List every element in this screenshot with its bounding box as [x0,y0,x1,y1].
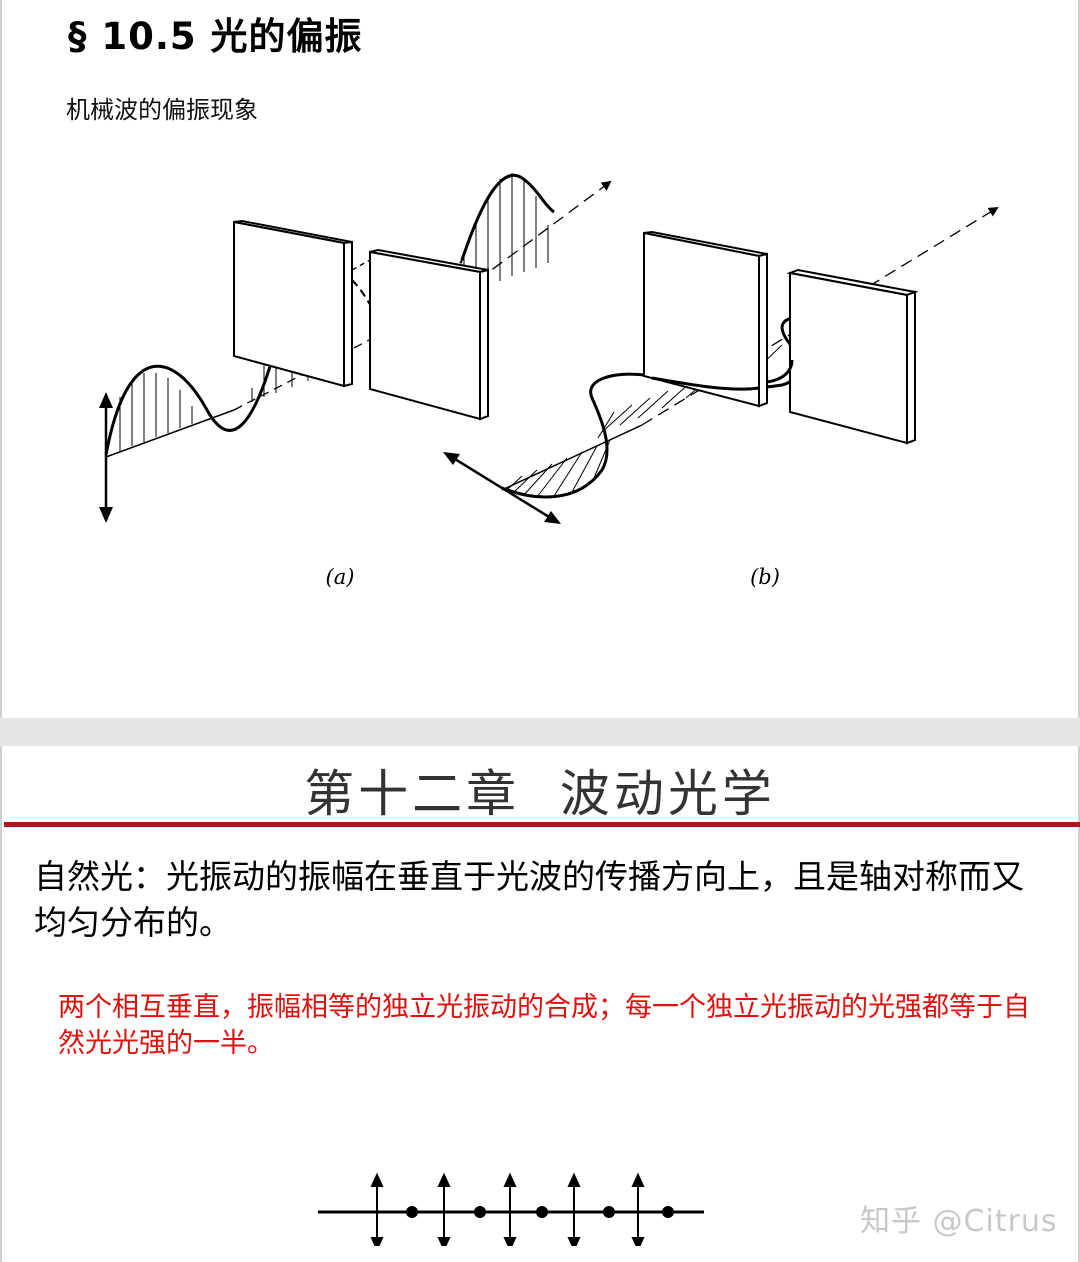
label-a: (a) [326,565,355,589]
slit-plate-b-left [643,230,768,408]
watermark: 知乎 @Citrus [860,1204,1058,1239]
natural-light-vertical-arrows [370,1172,645,1246]
slit-plate-b-right [786,268,919,445]
chapter-title: 第十二章 波动光学 [304,765,776,823]
section-title: § 10.5 光的偏振 [68,15,363,58]
slit-plate-a-right [369,248,489,421]
section-subtitle: 机械波的偏振现象 [66,96,258,124]
wave-a-back [460,173,555,261]
vibration-arrow-b [449,454,555,522]
slide-natural-light: 第十二章 波动光学 自然光：光振动的振幅在垂直于光波的传播方向上，且是轴对称而又… [0,746,1080,1262]
slide-separator [0,718,1080,746]
natural-light-definition: 自然光：光振动的振幅在垂直于光波的传播方向上，且是轴对称而又均匀分布的。 [34,857,1024,942]
figure-b: (b) [443,206,999,589]
natural-light-dots [406,1206,674,1218]
natural-light-symbol [318,1172,704,1246]
slide-polarization-intro: § 10.5 光的偏振 机械波的偏振现象 [0,0,1080,718]
figure-a: (a) [99,173,612,589]
chapter-header: 第十二章 波动光学 [2,746,1078,823]
slit-plate-a-left [233,219,353,388]
propagation-axis-a [105,409,235,458]
header-divider [4,822,1080,827]
propagation-axis-b [501,424,643,491]
mechanical-wave-polarization-figure: (a) [99,173,999,589]
label-b: (b) [750,565,780,589]
natural-light-note: 两个相互垂直，振幅相等的独立光振动的合成；每一个独立光振动的光强都等于自然光光强… [58,992,1030,1059]
